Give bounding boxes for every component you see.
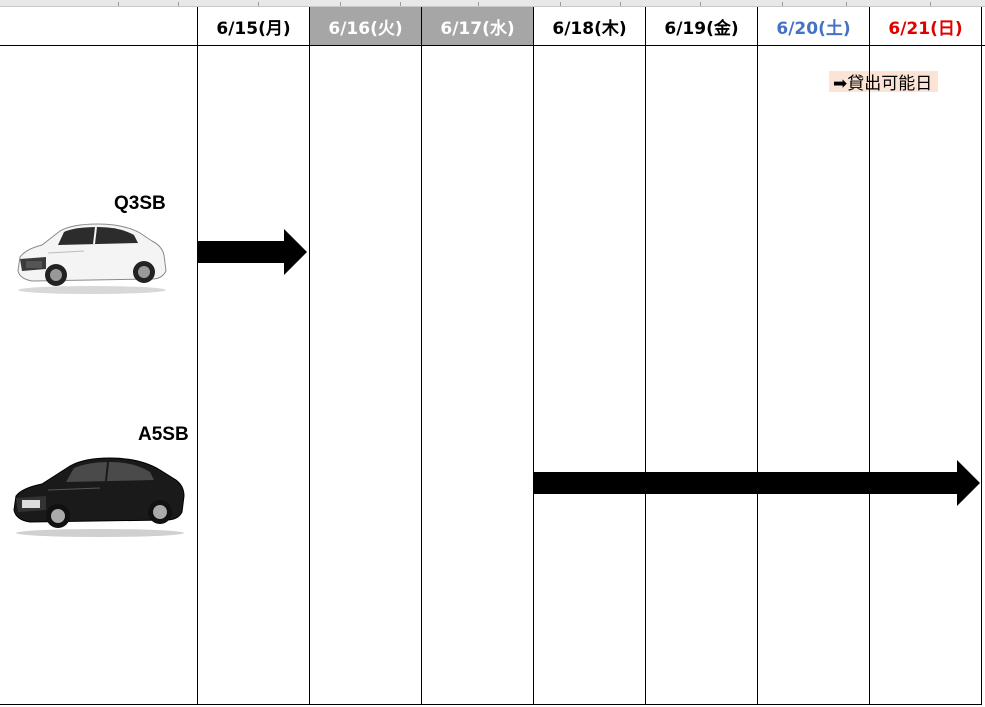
legend-available-days: ➡貸出可能日 — [829, 71, 939, 94]
day-header-0621: 6/21(日) — [888, 18, 963, 39]
availability-arrow-a5sb — [533, 460, 980, 506]
day-header-0620: 6/20(土) — [776, 18, 851, 39]
day-header-0616: 6/16(火) — [310, 7, 421, 45]
column-line — [981, 7, 982, 705]
column-line — [757, 7, 758, 705]
day-header-0617: 6/17(水) — [422, 7, 533, 45]
day-header-0619: 6/19(金) — [664, 18, 739, 39]
column-line — [421, 7, 422, 705]
column-line-overlay — [869, 66, 870, 96]
availability-arrow-q3sb — [197, 229, 307, 275]
car-image-q3sb — [17, 223, 167, 294]
column-line — [533, 7, 534, 705]
column-ruler — [0, 0, 985, 7]
car-image-a5sb — [13, 457, 185, 537]
header-bottom-line — [0, 45, 985, 46]
column-line — [309, 7, 310, 705]
table-bottom-line — [0, 704, 982, 705]
day-header-0615: 6/15(月) — [216, 18, 291, 39]
column-line — [869, 7, 870, 705]
day-header-0618: 6/18(木) — [552, 18, 627, 39]
car-name-a5sb: A5SB — [138, 424, 189, 445]
column-line — [645, 7, 646, 705]
column-line — [197, 7, 198, 705]
car-name-q3sb: Q3SB — [114, 193, 166, 214]
